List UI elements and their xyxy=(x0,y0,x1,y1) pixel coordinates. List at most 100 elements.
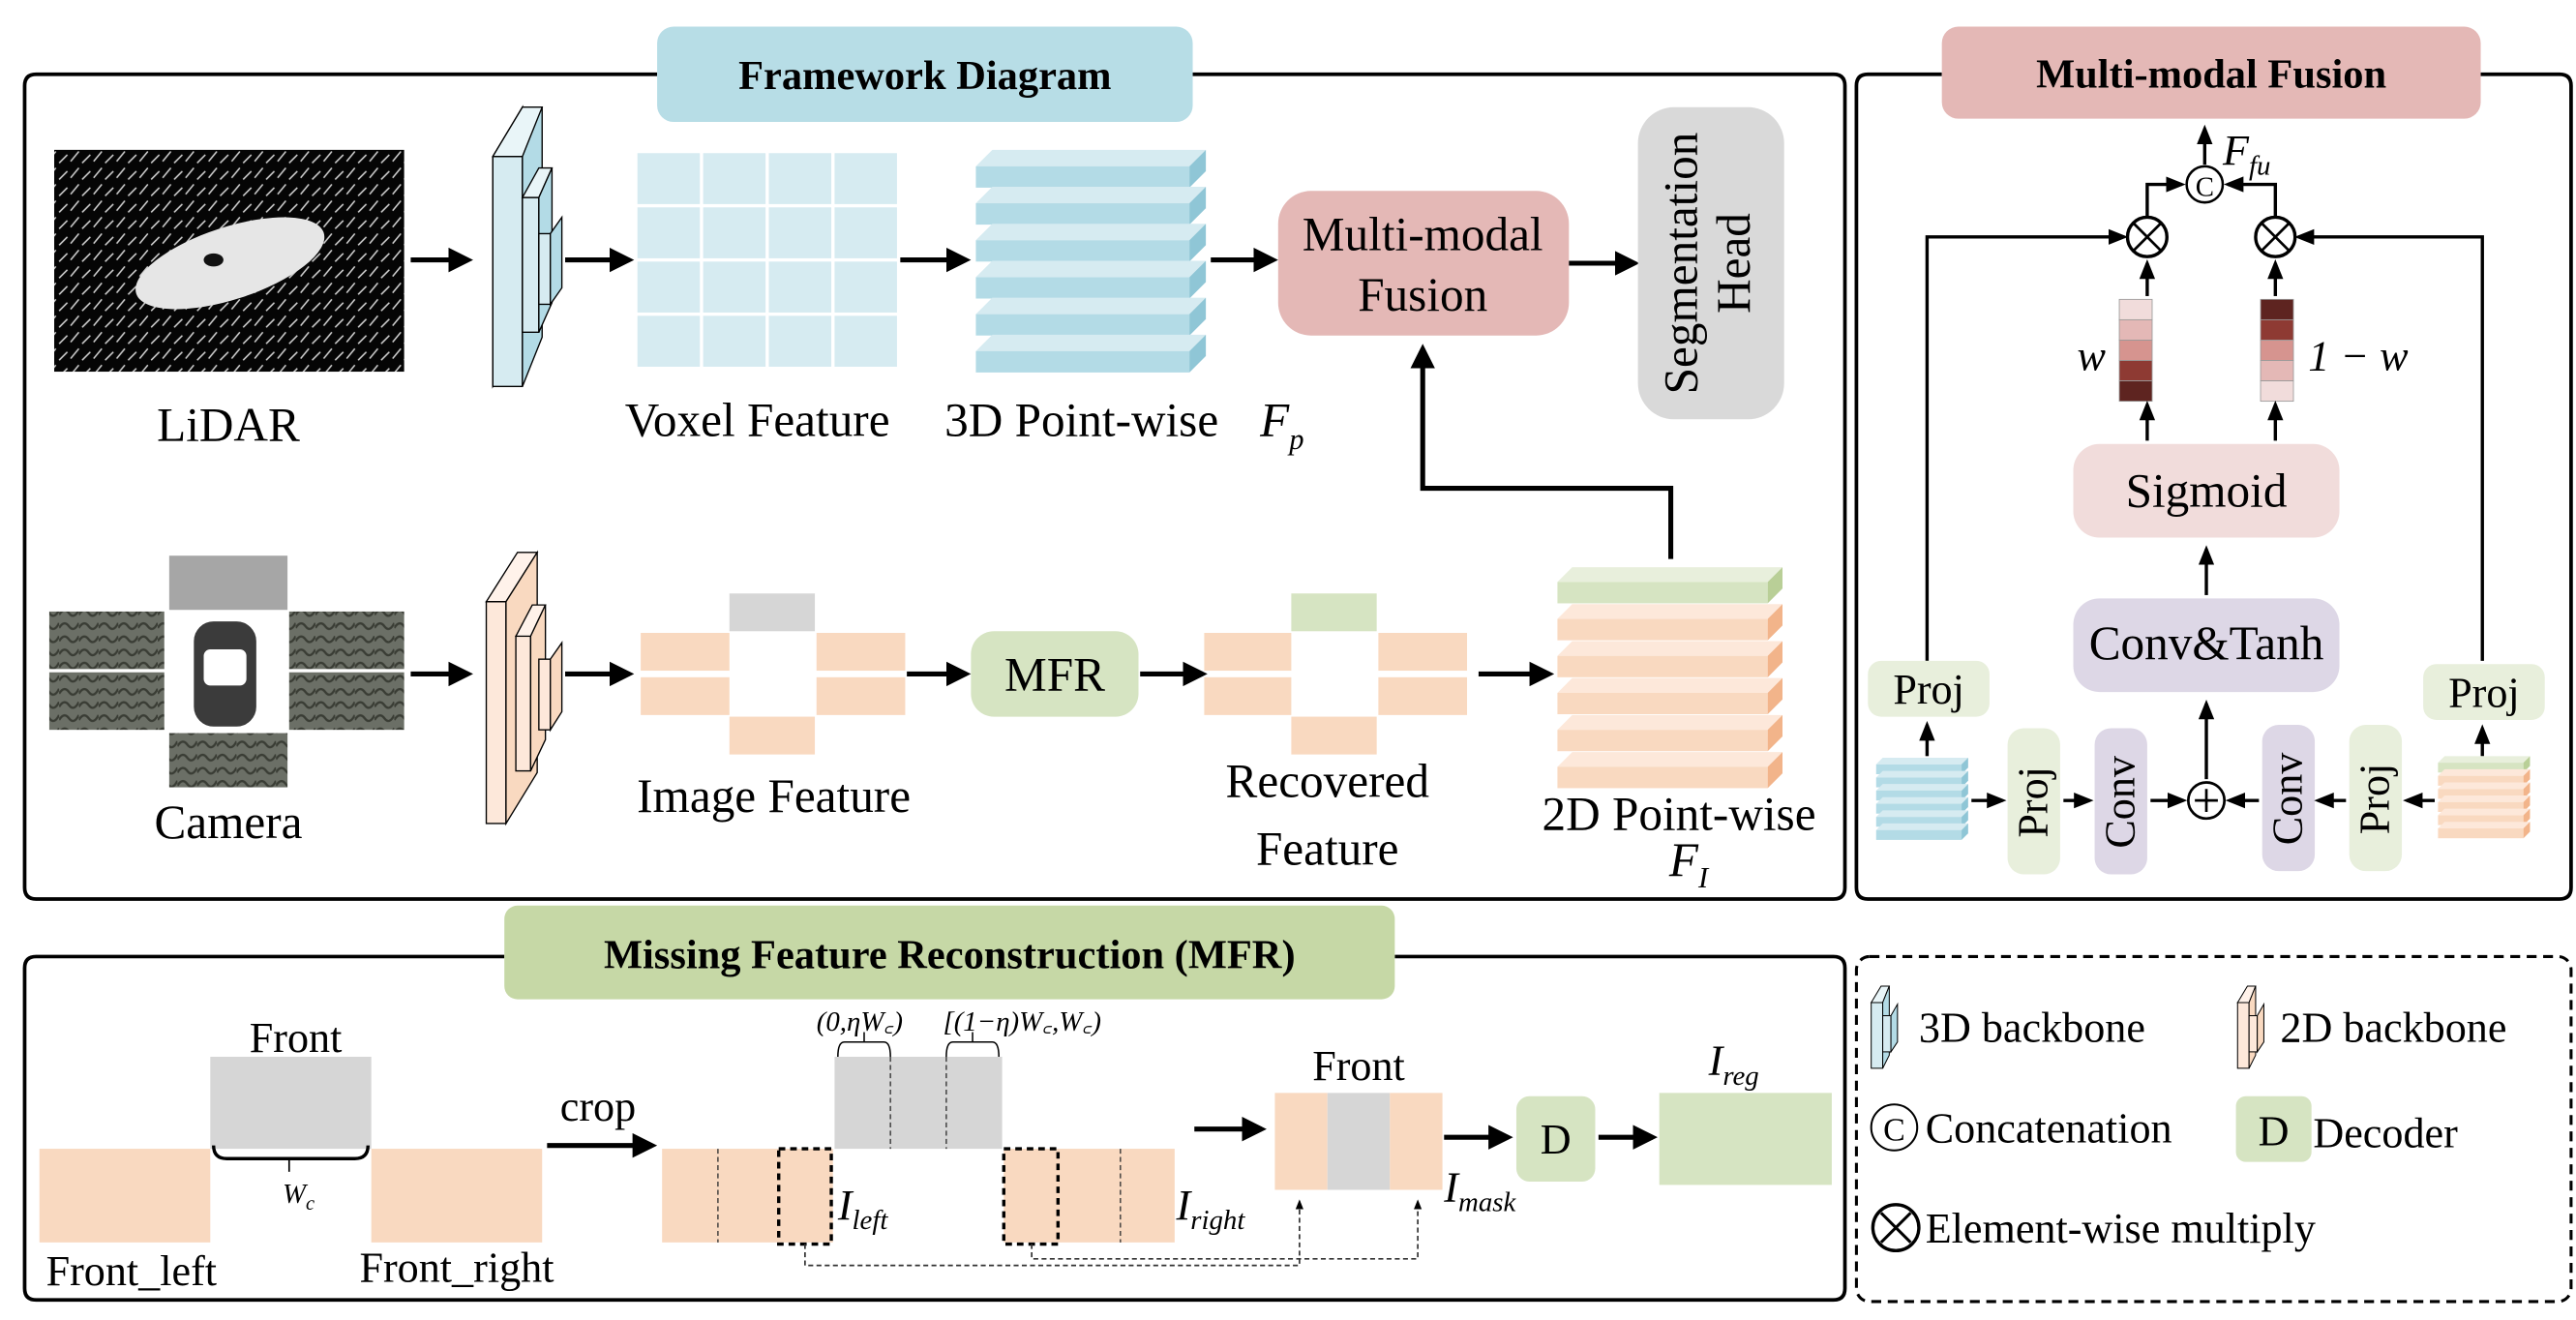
proj-lidar xyxy=(2007,728,2060,875)
fusion-title: Multi-modal Fusion xyxy=(2036,51,2386,97)
feature-slab xyxy=(2438,782,2531,799)
camera-back-left xyxy=(48,672,165,731)
recovered-label-line2: Feature xyxy=(1256,822,1399,875)
camera-front-missing xyxy=(168,555,288,611)
weight-cell xyxy=(2118,340,2153,361)
legend-3d-backbone: 3D backbone xyxy=(1919,1005,2145,1052)
conv-camera xyxy=(2261,725,2316,872)
camera-back-right xyxy=(288,672,404,731)
multiply-icon-left xyxy=(2125,215,2169,258)
legend-panel: 3D backbone 2D backbone C Concatenation … xyxy=(1854,954,2573,1304)
voxel-cell xyxy=(637,261,701,313)
crop-label: crop xyxy=(560,1083,636,1130)
svg-text:C: C xyxy=(1883,1113,1905,1149)
legend-concatenation: Concatenation xyxy=(1926,1104,2172,1152)
fusion-title-tag xyxy=(1941,26,2481,119)
reconstructed-front xyxy=(1659,1093,1832,1185)
voxel-cell xyxy=(768,315,832,367)
proj-camera-skip xyxy=(2423,664,2545,720)
weight-cell xyxy=(2118,360,2153,381)
feature-slab xyxy=(975,334,1207,373)
voxel-cell xyxy=(768,153,832,204)
feature-slab xyxy=(1875,770,1968,788)
front-label: Front xyxy=(250,1014,343,1062)
image-feature-map xyxy=(641,593,906,755)
recovered-feature-map xyxy=(1204,593,1468,755)
voxel-cell xyxy=(637,207,701,258)
image-feature-label: Image Feature xyxy=(637,769,911,823)
legend-3d-backbone-icon xyxy=(1870,985,1899,1069)
feature-slab xyxy=(1557,714,1783,752)
feature-slab xyxy=(2438,768,2531,786)
cropped-front-missing xyxy=(834,1056,1003,1150)
multimodal-fusion-block xyxy=(1277,191,1570,336)
weight-cell xyxy=(2118,380,2153,403)
voxel-cell xyxy=(768,207,832,258)
feature-slab xyxy=(1875,758,1968,774)
conv-lidar xyxy=(2094,728,2147,875)
feature-slab xyxy=(1875,810,1968,827)
voxel-cell xyxy=(834,261,897,313)
weight-cell xyxy=(2260,340,2294,361)
concat-icon xyxy=(2185,165,2225,204)
mfr-panel: Missing Feature Reconstruction (MFR) Fro… xyxy=(22,905,1847,1303)
add-icon xyxy=(2186,781,2227,821)
voxel-cell xyxy=(703,207,766,258)
voxel-cell xyxy=(637,315,701,367)
legend-decoder-glyph: D xyxy=(2259,1108,2290,1155)
i-right-symbol: Iright xyxy=(1176,1182,1246,1236)
weight-cell xyxy=(2260,298,2294,320)
voxel-cell xyxy=(637,153,701,204)
mfr-block-label: MFR xyxy=(1004,647,1105,701)
legend-2d-backbone: 2D backbone xyxy=(2280,1005,2506,1052)
lidar-label: LiDAR xyxy=(157,398,300,451)
proj-camera-skip-label: Proj xyxy=(2448,669,2520,716)
weight-cell xyxy=(2118,298,2153,320)
framework-panel: Framework Diagram LiDAR Voxel Feature xyxy=(22,26,1847,901)
proj-camera-label: Proj xyxy=(2351,764,2398,835)
voxel-feature-label: Voxel Feature xyxy=(625,393,890,446)
feature-slab xyxy=(1557,752,1783,789)
proj-lidar-label: Proj xyxy=(2009,766,2056,838)
voxel-cell xyxy=(703,261,766,313)
conv-tanh-label: Conv&Tanh xyxy=(2089,616,2324,670)
feature-slab xyxy=(975,297,1207,336)
camera-surround-images xyxy=(48,555,404,788)
front-left-view xyxy=(39,1149,211,1243)
weight-bar-1-minus-w xyxy=(2260,298,2294,403)
mask-right-strip xyxy=(1390,1093,1443,1190)
cropped-front-right xyxy=(1003,1149,1175,1243)
3d-point-wise-label: 3D Point-wise xyxy=(944,393,1218,446)
voxel-cell xyxy=(768,261,832,313)
wc-symbol: Wc xyxy=(283,1179,315,1215)
legend-concat-icon: C xyxy=(1870,1103,1919,1152)
fi-symbol: FI xyxy=(1668,833,1710,894)
decoder-glyph: D xyxy=(1541,1116,1572,1163)
decoder-block xyxy=(1515,1095,1596,1183)
conv-lidar-label: Conv xyxy=(2096,755,2143,849)
range-right-label: [(1−η)W꜀,W꜀) xyxy=(943,1006,1101,1037)
conv-tanh-block xyxy=(2073,598,2340,693)
mfr-title: Missing Feature Reconstruction (MFR) xyxy=(604,932,1296,977)
recovered-front-feature xyxy=(1291,593,1377,632)
3d-point-wise-stack xyxy=(975,149,1207,373)
legend-decoder-icon xyxy=(2235,1095,2312,1162)
recovered-label-line1: Recovered xyxy=(1226,755,1430,808)
camera-back xyxy=(168,733,288,788)
legend-decoder: Decoder xyxy=(2313,1109,2458,1156)
voxel-feature-grid xyxy=(637,153,897,367)
framework-title: Framework Diagram xyxy=(738,53,1111,99)
proj-lidar-skip-label: Proj xyxy=(1893,666,1964,713)
feature-slab xyxy=(1557,677,1783,715)
feature-slab xyxy=(1557,604,1783,641)
voxel-cell xyxy=(834,315,897,367)
cropped-front-left xyxy=(662,1149,833,1243)
sigmoid-block xyxy=(2073,443,2340,538)
camera-front-left xyxy=(48,611,165,670)
voxel-cell xyxy=(703,315,766,367)
camera-front-right xyxy=(288,611,404,670)
mfr-block xyxy=(971,631,1139,717)
legend-element-wise-multiply: Element-wise multiply xyxy=(1926,1205,2316,1252)
lidar-point-cloud xyxy=(135,217,325,310)
